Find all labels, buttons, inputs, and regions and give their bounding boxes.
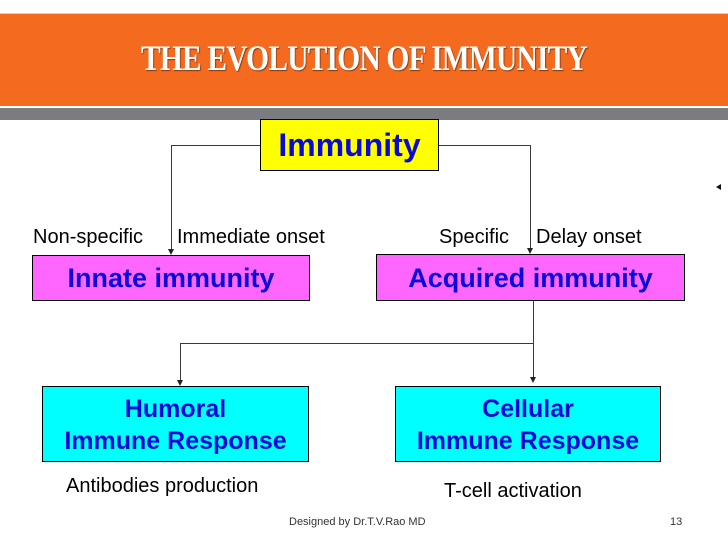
slide-title: THE EVOLUTION OF IMMUNITY	[140, 38, 588, 78]
title-band	[0, 13, 728, 106]
innate-immunity-node: Innate immunity	[32, 255, 310, 301]
page-number: 13	[670, 516, 683, 528]
connector-humoral-down	[180, 343, 181, 380]
acquired-immunity-node: Acquired immunity	[376, 254, 685, 301]
connector-right-down	[530, 145, 531, 248]
acquired-immunity-label: Acquired immunity	[408, 263, 653, 293]
arrow-down-icon	[527, 248, 533, 254]
humoral-response-node: Humoral Immune Response	[42, 386, 309, 462]
arrow-down-icon	[177, 380, 183, 386]
cellular-caption: T-cell activation	[444, 480, 582, 502]
connector-root-left	[171, 145, 261, 146]
acquired-annotation-right: Delay onset	[536, 226, 642, 248]
divider-bar	[0, 108, 728, 120]
previous-arrow-icon[interactable]	[716, 184, 721, 190]
footer-credit: Designed by Dr.T.V.Rao MD	[289, 516, 426, 528]
cellular-line1: Cellular	[482, 395, 574, 423]
humoral-line2: Immune Response	[64, 427, 287, 455]
humoral-line1: Humoral	[124, 395, 227, 423]
cellular-response-node: Cellular Immune Response	[395, 386, 661, 462]
root-node-label: Immunity	[278, 127, 421, 163]
connector-root-right	[438, 145, 531, 146]
arrow-down-icon	[168, 249, 174, 255]
arrow-down-icon	[530, 377, 536, 383]
innate-annotation-right: Immediate onset	[177, 226, 325, 248]
innate-annotation-left: Non-specific	[33, 226, 144, 248]
connector-horizontal	[180, 343, 534, 344]
humoral-caption: Antibodies production	[66, 475, 259, 497]
connector-acquired-down	[533, 301, 534, 377]
innate-immunity-label: Innate immunity	[67, 263, 275, 293]
connector-left-down	[171, 145, 172, 249]
acquired-annotation-left: Specific	[439, 226, 510, 248]
cellular-line2: Immune Response	[416, 427, 640, 455]
root-node-immunity: Immunity	[260, 119, 439, 171]
